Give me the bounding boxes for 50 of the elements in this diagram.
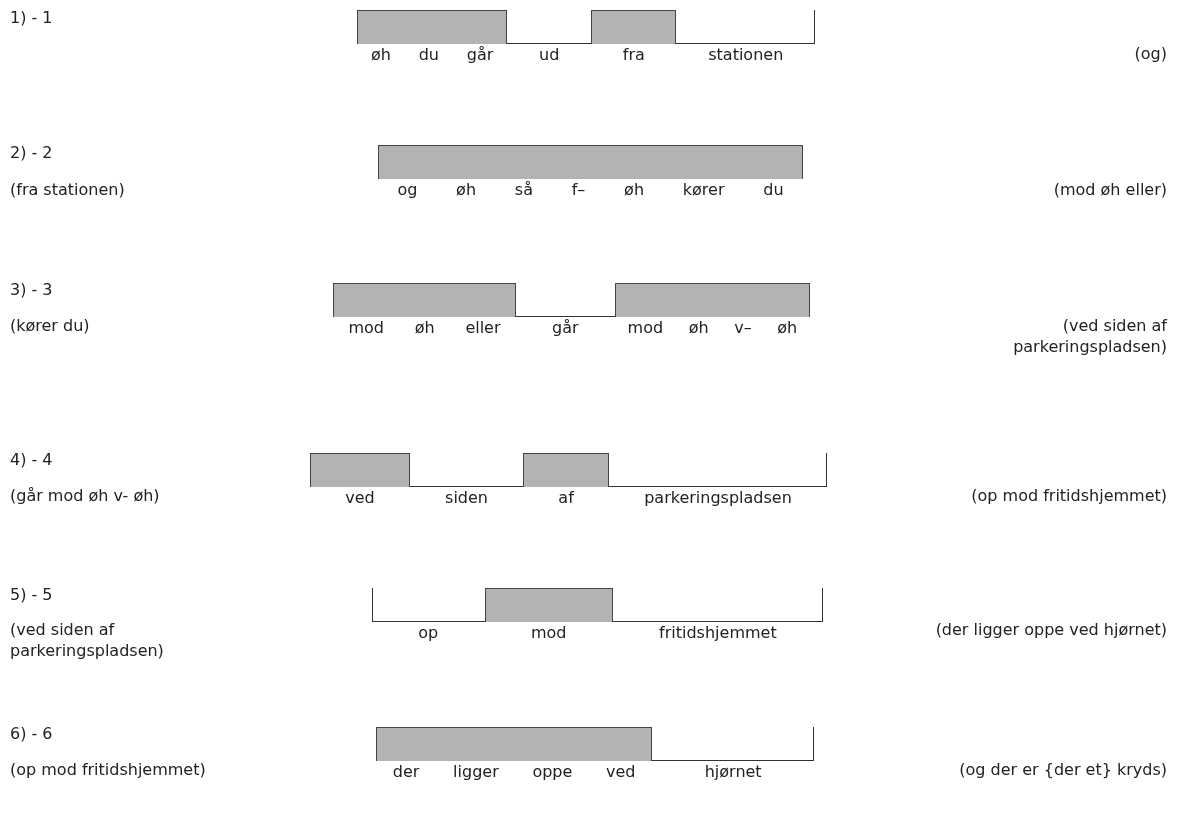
word-label: ligger (452, 762, 500, 781)
utterance-number: 2) - 2 (10, 143, 53, 164)
word-label: kører (681, 180, 726, 199)
context-text: (mod øh eller) (1053, 180, 1167, 201)
context-text: (op mod fritidshjemmet) (10, 760, 206, 781)
word-label: v– (733, 318, 753, 337)
word-label: mod (626, 318, 665, 337)
word-label: øh (455, 180, 478, 199)
word-label: oppe (531, 762, 574, 781)
context-text: (og der er {der et} kryds) (959, 760, 1167, 781)
word-label: eller (464, 318, 502, 337)
word-label: af (557, 488, 576, 507)
word-label: du (762, 180, 785, 199)
utterance-number: 6) - 6 (10, 724, 53, 745)
word-label: går (551, 318, 580, 337)
word-label: parkeringspladsen (643, 488, 793, 507)
word-label: fra (621, 45, 646, 64)
utterance-number: 3) - 3 (10, 280, 53, 301)
context-text: (fra stationen) (10, 180, 125, 201)
context-text: (kører du) (10, 316, 90, 337)
word-label: der (391, 762, 421, 781)
utterance-number: 5) - 5 (10, 585, 53, 606)
context-text: (og) (1134, 44, 1167, 65)
word-label: og (396, 180, 419, 199)
word-label: ved (605, 762, 637, 781)
word-label: øh (687, 318, 710, 337)
utterance-number: 4) - 4 (10, 450, 53, 471)
context-text: (går mod øh v- øh) (10, 486, 160, 507)
utterance-number: 1) - 1 (10, 8, 53, 29)
context-text: (der ligger oppe ved hjørnet) (934, 620, 1167, 641)
word-label: f– (570, 180, 587, 199)
word-label: stationen (707, 45, 785, 64)
word-label: øh (623, 180, 646, 199)
word-label: ud (538, 45, 561, 64)
word-label: siden (444, 488, 489, 507)
context-text: (ved siden af parkeringspladsen) (1012, 316, 1167, 358)
word-label: op (417, 623, 440, 642)
word-label: mod (347, 318, 385, 337)
word-label: går (465, 45, 495, 64)
context-text: (ved siden af parkeringspladsen) (10, 620, 165, 662)
word-label: øh (413, 318, 436, 337)
word-label: hjørnet (703, 762, 763, 781)
word-label: mod (529, 623, 568, 642)
word-label: øh (369, 45, 392, 64)
word-label: så (513, 180, 534, 199)
word-label: fritidshjemmet (658, 623, 778, 642)
word-label: øh (776, 318, 799, 337)
context-text: (op mod fritidshjemmet) (971, 486, 1167, 507)
word-label: du (417, 45, 440, 64)
word-label: ved (344, 488, 376, 507)
